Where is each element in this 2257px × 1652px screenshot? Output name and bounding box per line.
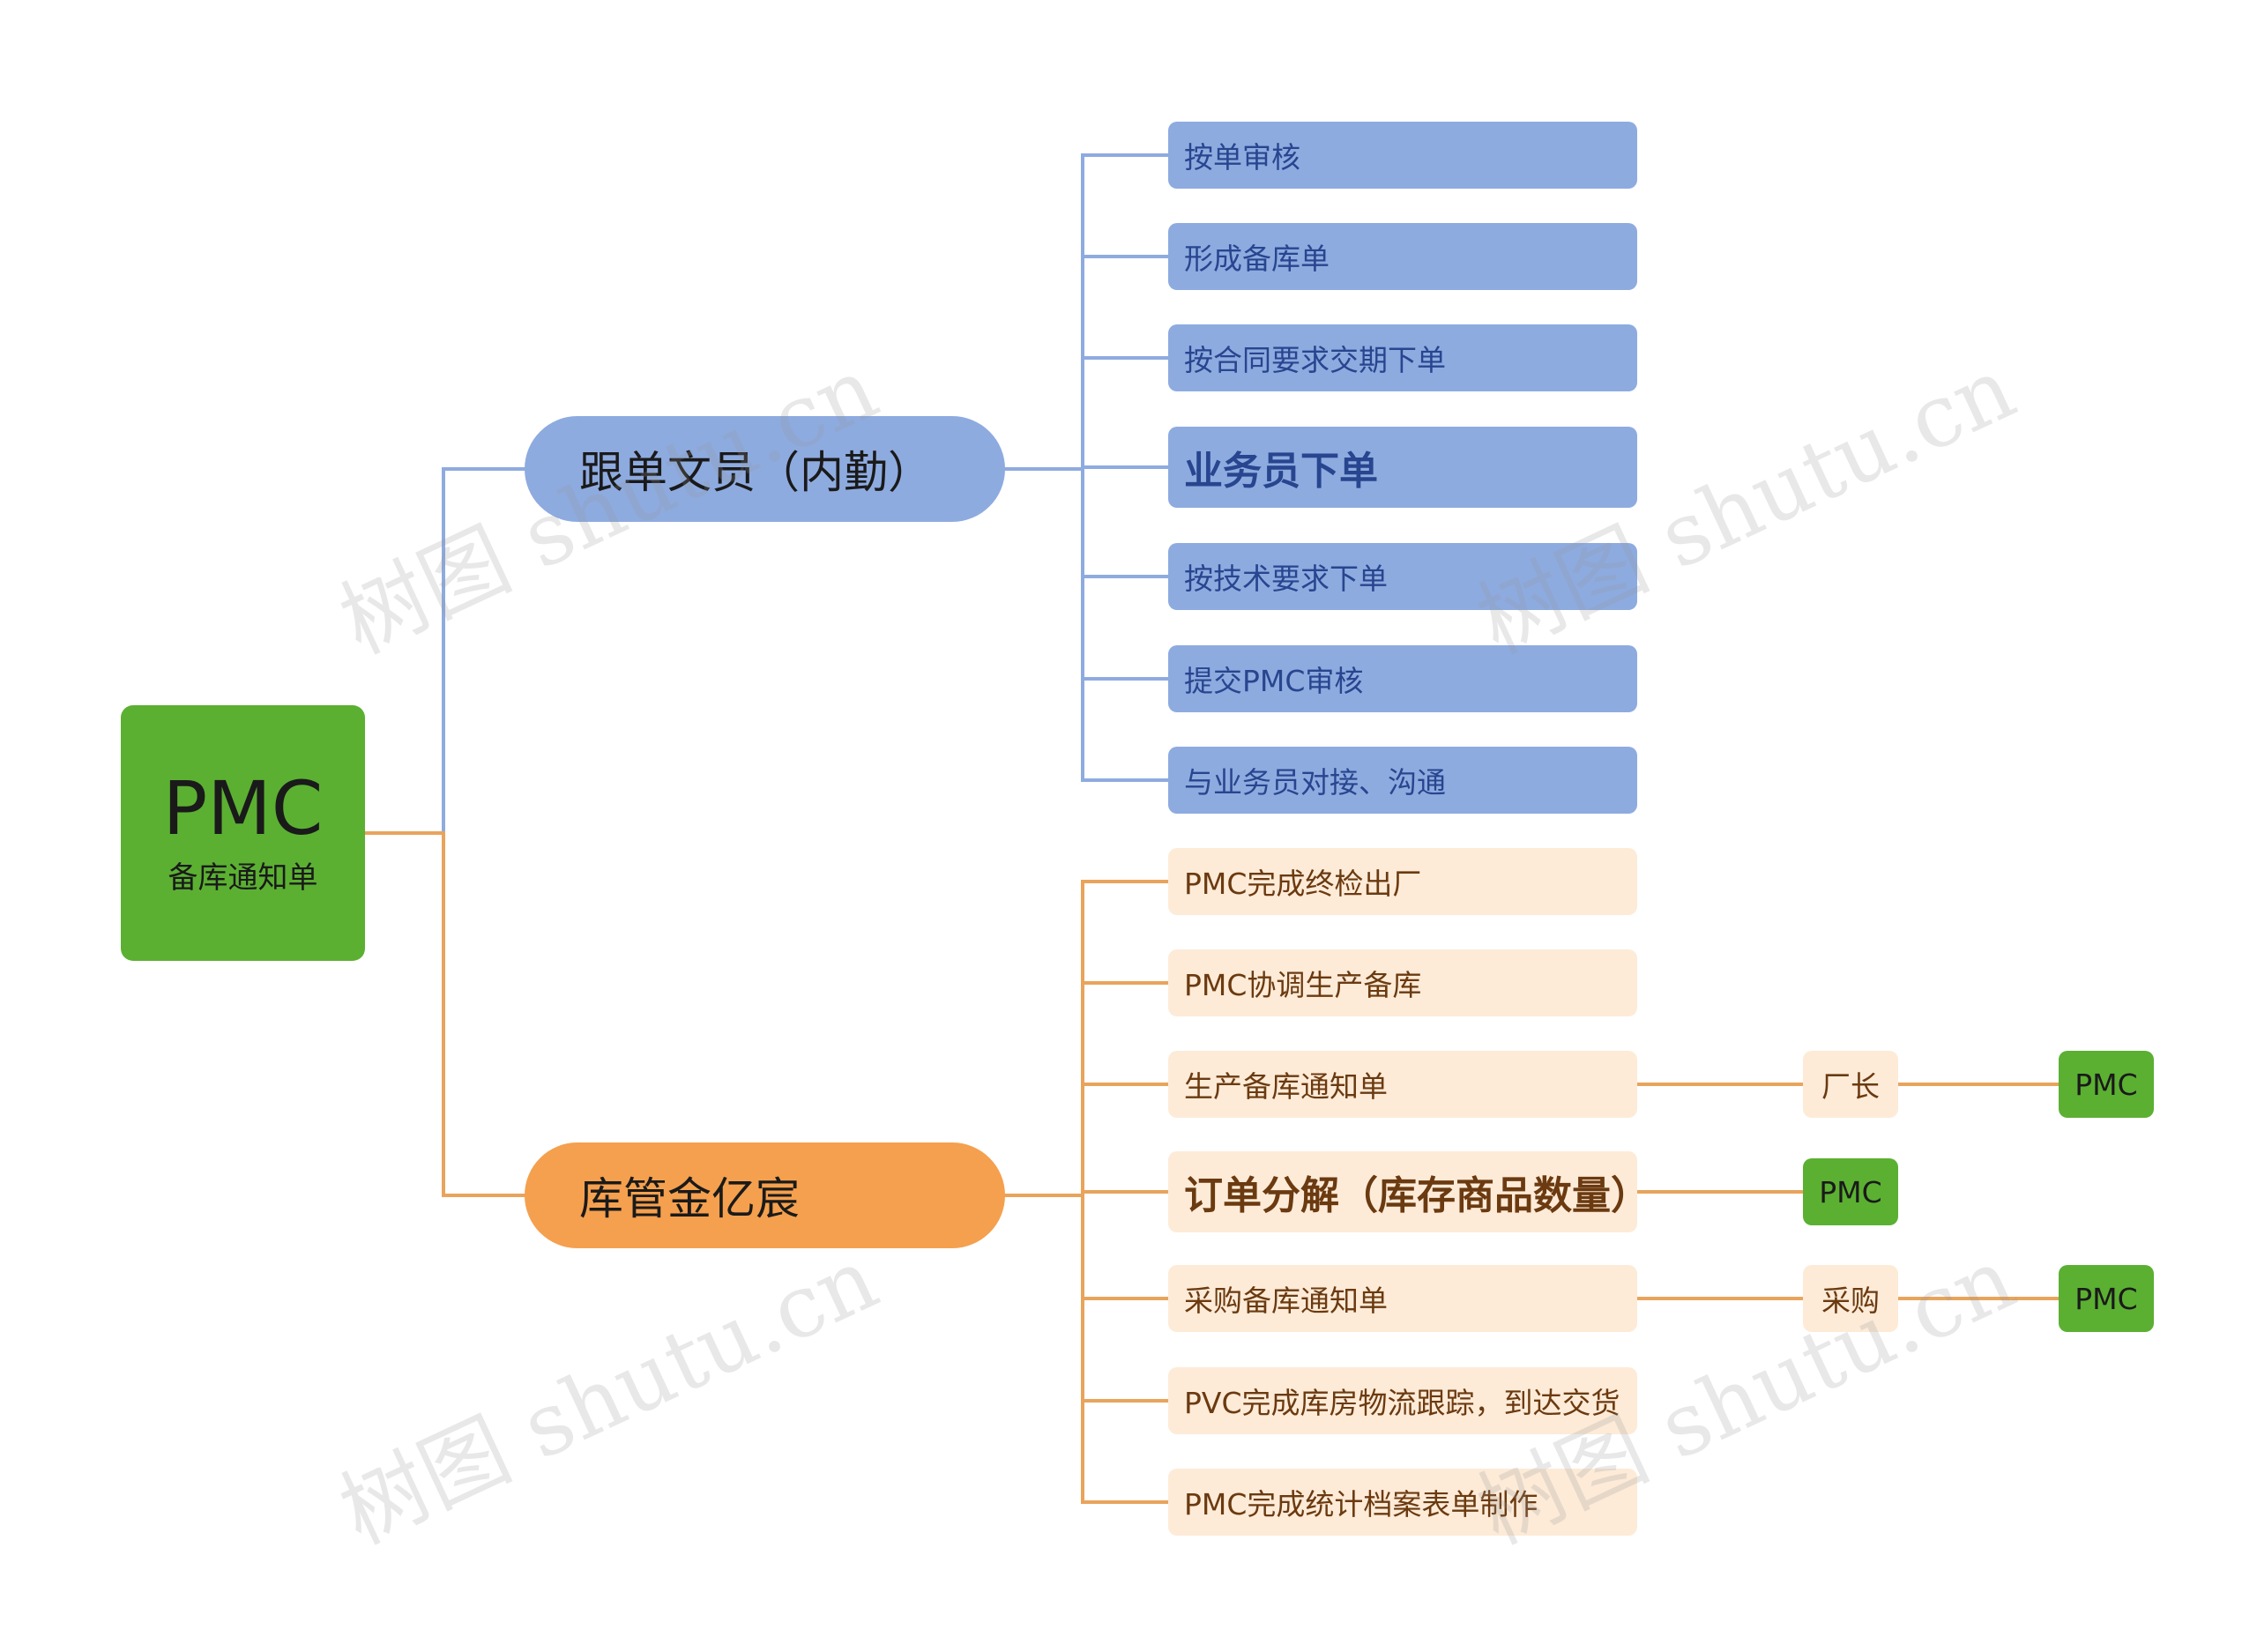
chain-tag[interactable]: PMC	[1803, 1158, 1898, 1225]
root-title: PMC	[162, 765, 324, 852]
clerk-item[interactable]: 与业务员对接、沟通	[1168, 747, 1637, 814]
item-label: 与业务员对接、沟通	[1184, 765, 1446, 800]
chain-tag[interactable]: 采购	[1803, 1265, 1898, 1332]
branch-warehouse-label: 库管金亿宸	[579, 1173, 800, 1224]
warehouse-item[interactable]: PVC完成库房物流跟踪，到达交货	[1168, 1367, 1637, 1434]
clerk-item[interactable]: 形成备库单	[1168, 223, 1637, 290]
branch-warehouse[interactable]: 库管金亿宸	[525, 1142, 1005, 1248]
item-label: PMC完成统计档案表单制作	[1184, 1487, 1538, 1522]
item-label: 形成备库单	[1184, 242, 1330, 276]
item-label: 订单分解（库存商品数量）	[1184, 1173, 1650, 1218]
chain-tag-label: 厂长	[1821, 1069, 1880, 1104]
warehouse-item[interactable]: PMC完成统计档案表单制作	[1168, 1469, 1637, 1536]
item-label: 采购备库通知单	[1184, 1284, 1388, 1318]
item-label: 生产备库通知单	[1184, 1069, 1388, 1104]
item-label: PMC完成终检出厂	[1184, 867, 1422, 901]
item-label: 按单审核	[1184, 140, 1300, 175]
item-label: PMC协调生产备库	[1184, 968, 1422, 1002]
chain-tag-label: 采购	[1821, 1284, 1880, 1318]
chain-tag-label: PMC	[1819, 1174, 1882, 1209]
clerk-item[interactable]: 按单审核	[1168, 122, 1637, 189]
item-label: 按合同要求交期下单	[1184, 343, 1446, 377]
warehouse-item[interactable]: PMC协调生产备库	[1168, 949, 1637, 1016]
chain-tag-label: PMC	[2075, 1067, 2138, 1102]
branch-clerk[interactable]: 跟单文员（内勤）	[525, 416, 1005, 522]
chain-tag[interactable]: 厂长	[1803, 1051, 1898, 1118]
chain-tag-label: PMC	[2075, 1281, 2138, 1316]
item-label: 提交PMC审核	[1184, 664, 1364, 698]
item-label: PVC完成库房物流跟踪，到达交货	[1184, 1386, 1620, 1420]
clerk-item[interactable]: 业务员下单	[1168, 427, 1637, 508]
branch-clerk-label: 跟单文员（内勤）	[579, 447, 932, 498]
item-label: 按技术要求下单	[1184, 562, 1388, 596]
root-node[interactable]: PMC 备库通知单	[121, 705, 365, 961]
root-subtitle: 备库通知单	[168, 859, 318, 896]
warehouse-item[interactable]: 采购备库通知单	[1168, 1265, 1637, 1332]
warehouse-item[interactable]: 生产备库通知单	[1168, 1051, 1637, 1118]
clerk-item[interactable]: 按技术要求下单	[1168, 543, 1637, 610]
clerk-item[interactable]: 提交PMC审核	[1168, 645, 1637, 712]
chain-tag[interactable]: PMC	[2059, 1051, 2154, 1118]
warehouse-item[interactable]: 订单分解（库存商品数量）	[1168, 1151, 1650, 1232]
chain-tag[interactable]: PMC	[2059, 1265, 2154, 1332]
clerk-item[interactable]: 按合同要求交期下单	[1168, 324, 1637, 391]
item-label: 业务员下单	[1184, 449, 1378, 494]
warehouse-item[interactable]: PMC完成终检出厂	[1168, 848, 1637, 915]
